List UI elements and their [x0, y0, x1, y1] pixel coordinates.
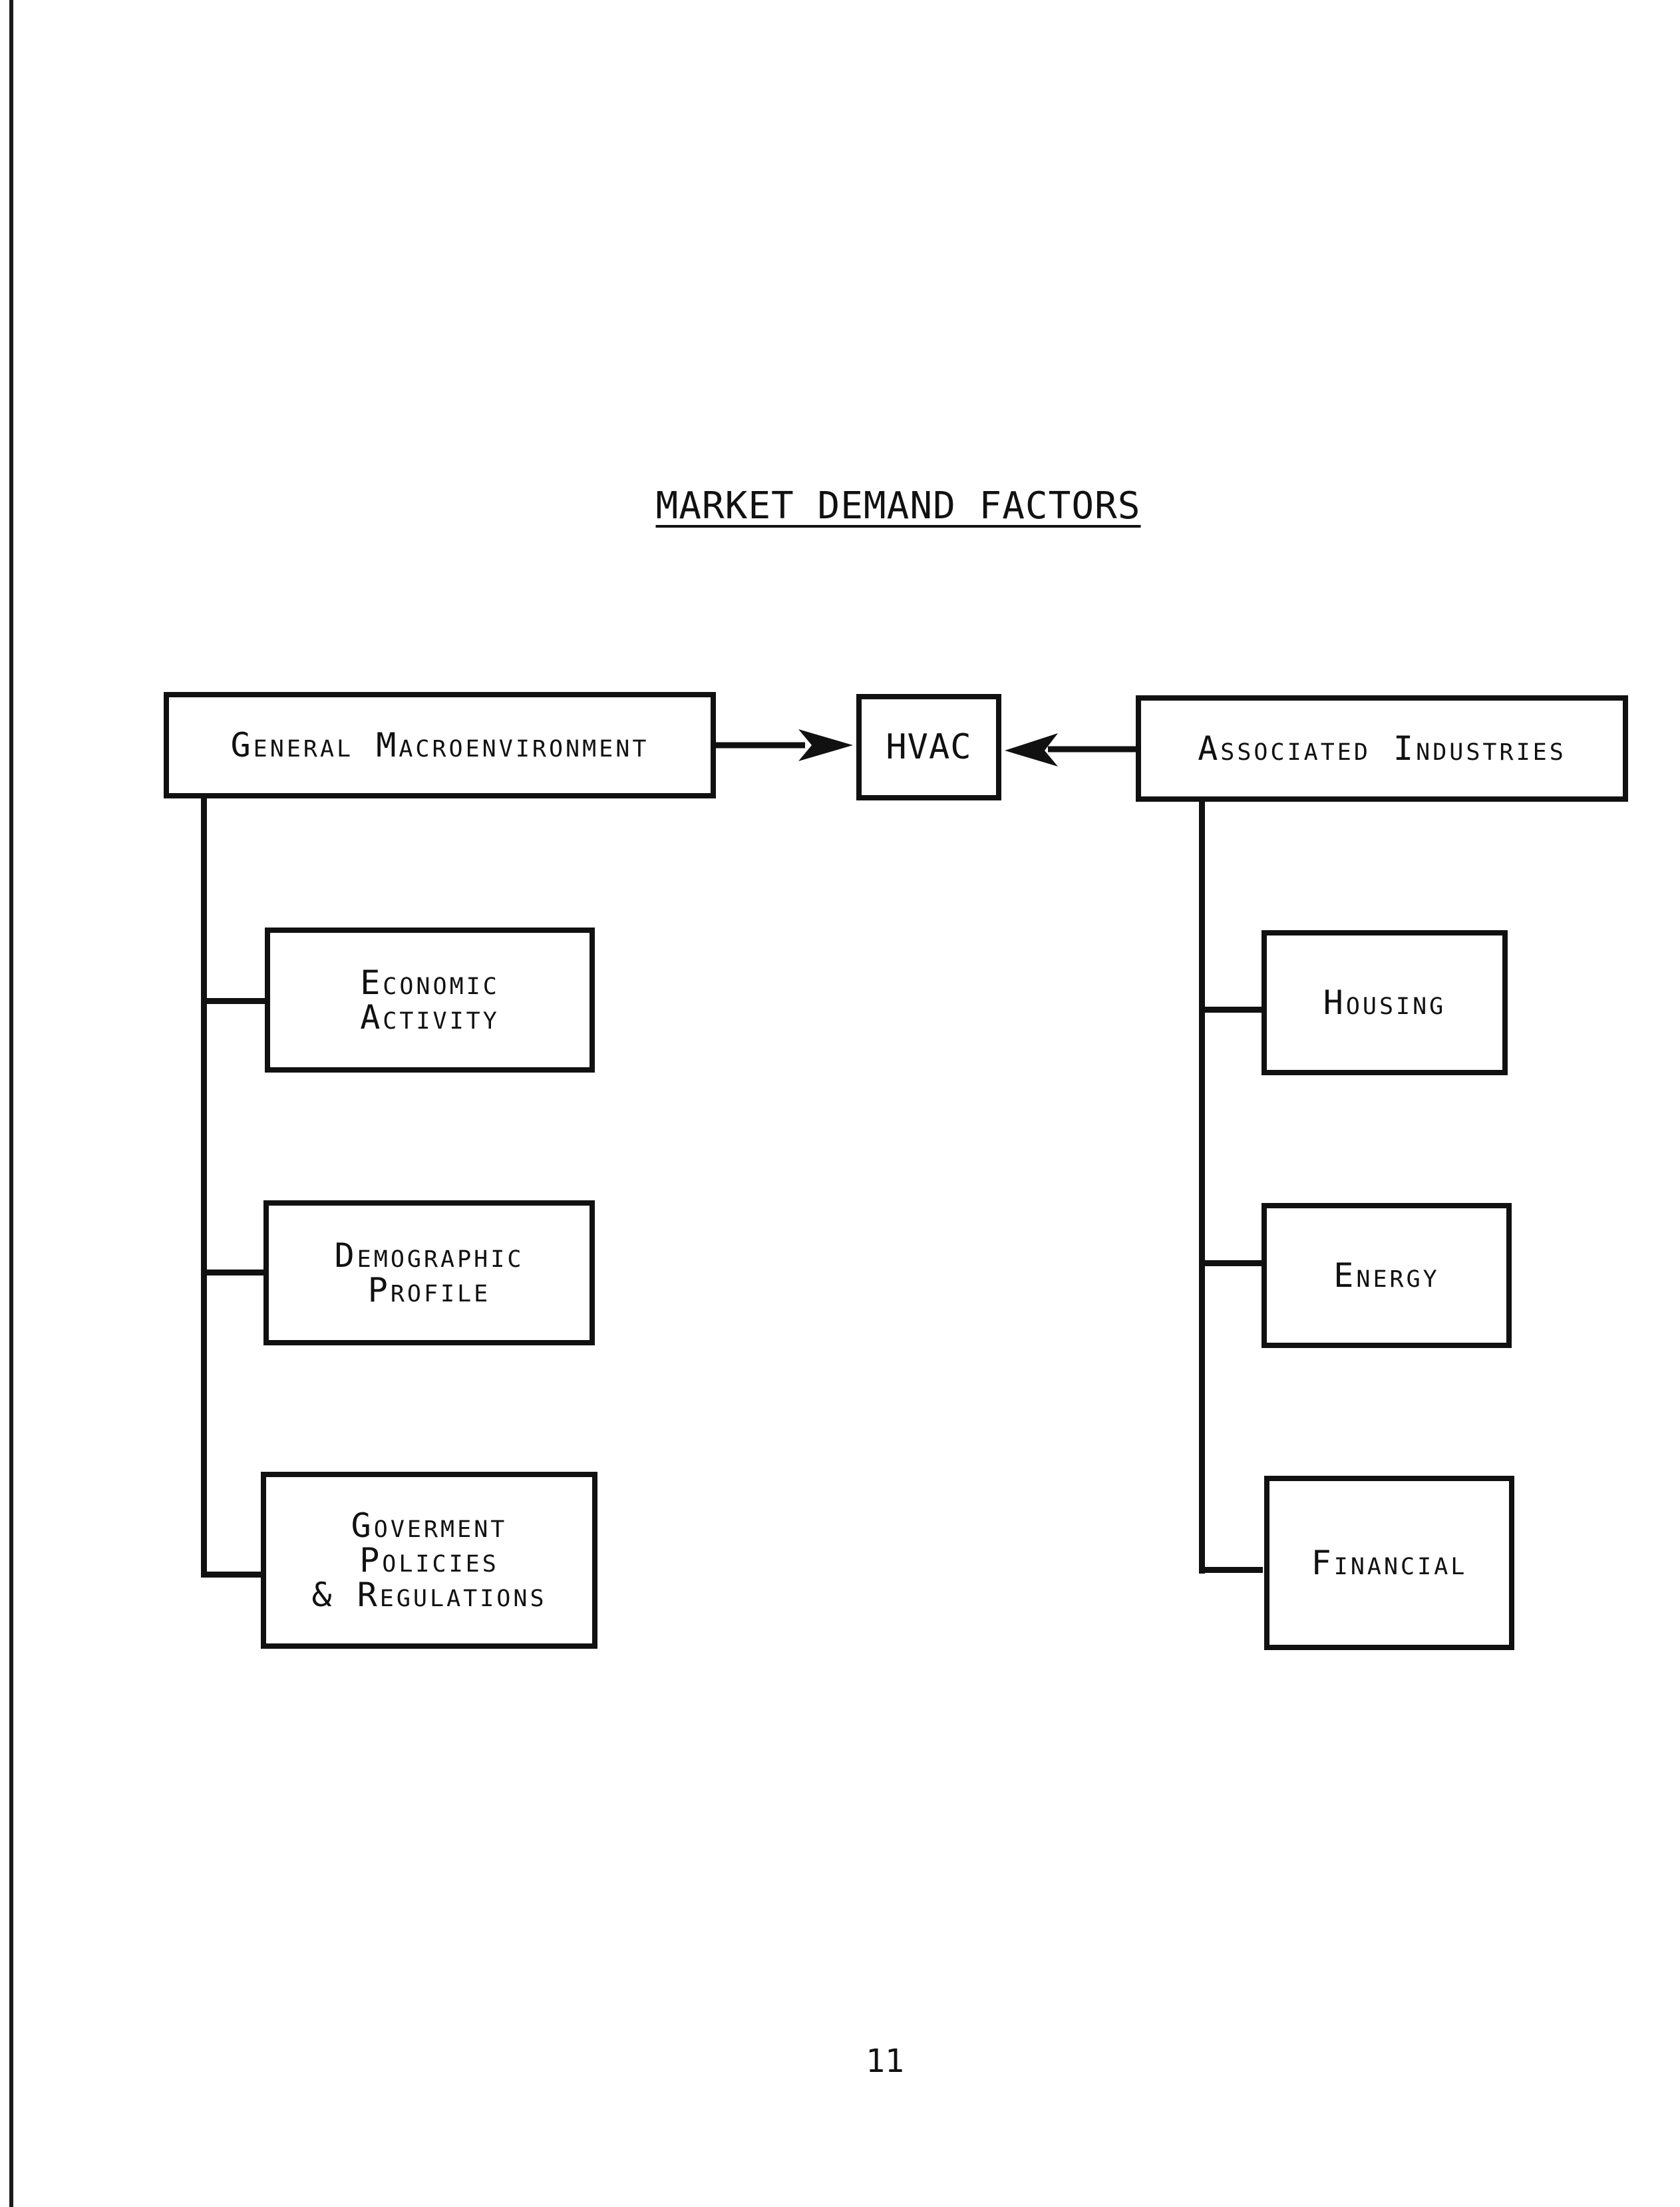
housing-label: Housing [1323, 983, 1446, 1022]
associated-industries-label: Associated Industries [1198, 729, 1566, 768]
right-branch-line-1 [1199, 1007, 1263, 1013]
right-branch-line-2 [1199, 1260, 1263, 1266]
demographic-profile-box: Demographic Profile [263, 1200, 595, 1345]
left-branch-line-2 [201, 1270, 266, 1275]
financial-box: Financial [1264, 1476, 1514, 1650]
diagram-title: MARKET DEMAND FACTORS [655, 484, 1141, 528]
government-policies-line-2: Policies [359, 1541, 499, 1580]
government-policies-line-3: & Regulations [311, 1576, 547, 1614]
economic-activity-box: Economic Activity [265, 928, 595, 1073]
general-macroenvironment-box: General Macroenvironment [164, 692, 716, 798]
demographic-profile-line-1: Demographic [334, 1236, 524, 1275]
government-policies-line-1: Goverment [351, 1506, 508, 1545]
arrow-left-to-hvac [712, 729, 853, 761]
economic-activity-line-2: Activity [360, 998, 500, 1037]
economic-activity-line-1: Economic [360, 963, 500, 1002]
energy-label: Energy [1333, 1256, 1440, 1295]
energy-box: Energy [1261, 1203, 1512, 1348]
page-number: 11 [866, 2043, 904, 2080]
housing-box: Housing [1261, 930, 1508, 1075]
general-macroenvironment-label: General Macroenvironment [230, 726, 649, 764]
financial-label: Financial [1311, 1544, 1468, 1582]
left-trunk-line [201, 792, 207, 1577]
hvac-label: HVAC [886, 727, 972, 767]
associated-industries-box: Associated Industries [1136, 695, 1628, 802]
right-trunk-line [1199, 795, 1205, 1574]
government-policies-box: Goverment Policies & Regulations [261, 1472, 597, 1649]
arrow-right-to-hvac [1005, 733, 1141, 766]
hvac-box: HVAC [856, 694, 1001, 800]
page-left-edge [9, 0, 13, 2207]
left-branch-line-1 [201, 998, 266, 1004]
demographic-profile-line-2: Profile [367, 1271, 491, 1309]
right-branch-line-3 [1199, 1567, 1263, 1573]
left-branch-line-3 [201, 1572, 266, 1578]
